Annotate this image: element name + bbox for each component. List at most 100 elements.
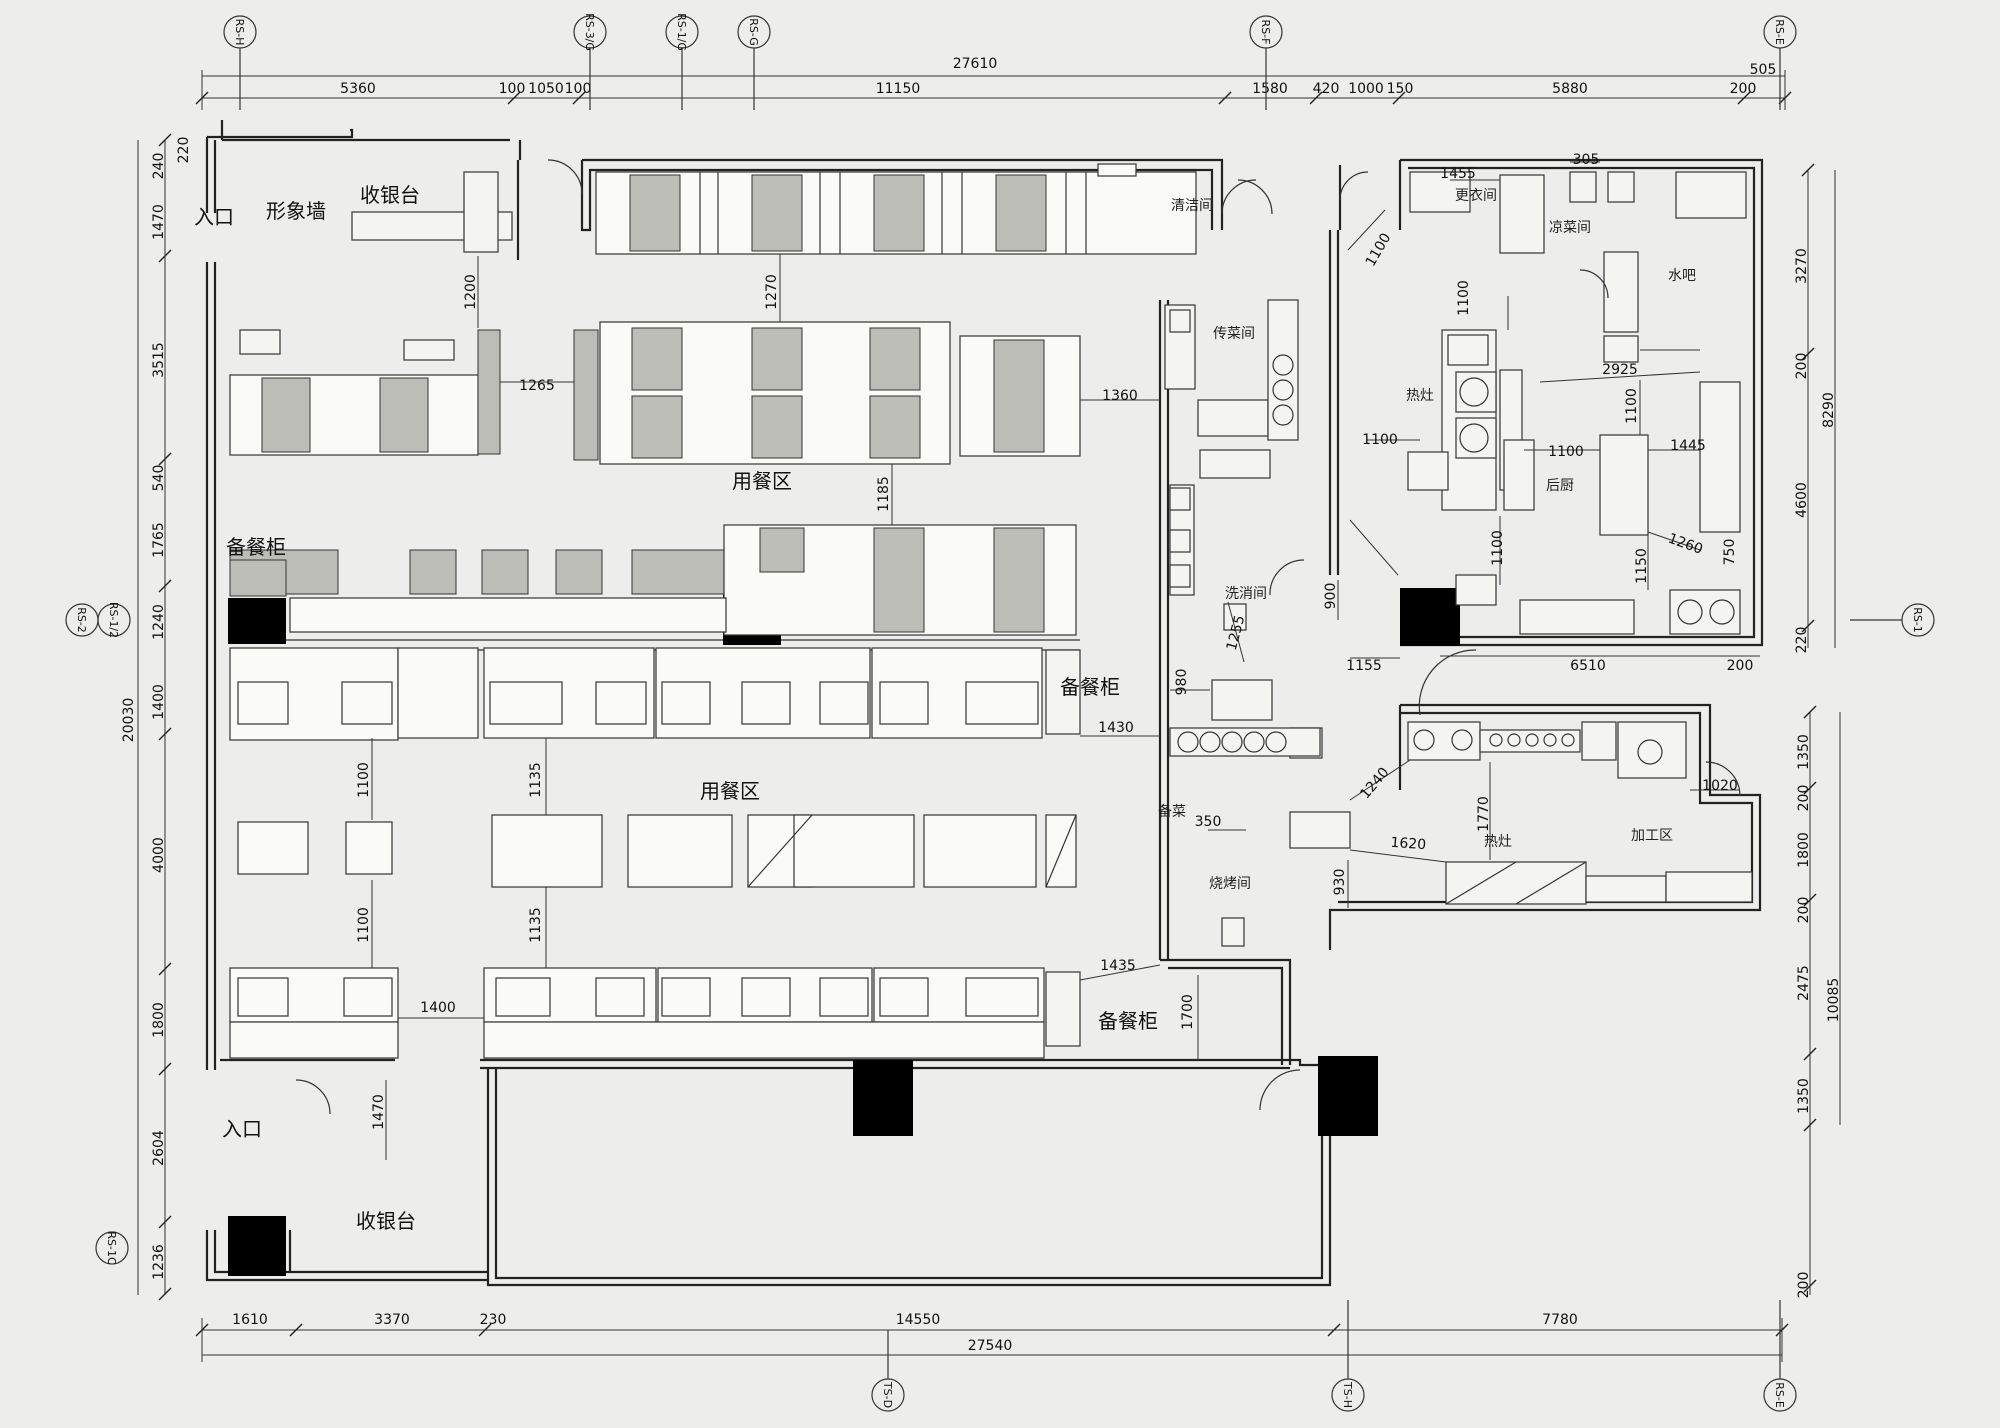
grid-label: RS-E	[1773, 19, 1786, 45]
dim-right-seg: 200	[1796, 785, 1812, 812]
booth-seat	[629, 174, 681, 252]
dim-top-seg: 11150	[876, 81, 921, 97]
booth-seat	[379, 377, 429, 453]
dim-top-seg: 1580	[1252, 81, 1288, 97]
dining-table	[879, 681, 929, 725]
dining-table	[923, 814, 1037, 888]
walls	[205, 120, 1764, 1287]
room-label-back-kitchen: 后厨	[1546, 478, 1574, 494]
booth-seat	[751, 327, 803, 391]
dim-label: 1620	[1390, 835, 1427, 853]
dim-right-seg: 1350	[1796, 1078, 1812, 1114]
server-cabinet	[1045, 971, 1081, 1047]
dim-left-seg: 1765	[151, 522, 167, 558]
room-label-dining-upper: 用餐区	[732, 469, 792, 493]
dim-label: 1435	[1100, 958, 1136, 974]
room-label-entrance-bottom: 入口	[222, 1117, 262, 1141]
dim-left-seg: 1236	[151, 1244, 167, 1280]
dining-table	[965, 977, 1039, 1017]
room-label-changing: 更衣间	[1455, 188, 1497, 204]
dim-top-seg: 150	[1387, 81, 1414, 97]
dim-right-seg: 200	[1796, 897, 1812, 924]
booth-seat	[873, 527, 925, 633]
dim-top-seg: 505	[1750, 62, 1777, 78]
dining-table	[495, 977, 551, 1017]
dim-right-seg: 200	[1794, 353, 1810, 380]
dim-label: 1270	[764, 274, 780, 310]
dim-label: 980	[1174, 669, 1190, 696]
dim-top-seg: 100	[499, 81, 526, 97]
dining-table	[237, 977, 289, 1017]
room-label-cashier-bottom: 收银台	[356, 1209, 416, 1233]
dim-top-seg: 100	[565, 81, 592, 97]
dining-table	[965, 681, 1039, 725]
grid-label: RS-1/2	[107, 602, 120, 638]
table-seat	[631, 549, 725, 595]
dining-table	[595, 681, 647, 725]
left-upper-seating	[229, 171, 513, 456]
column	[228, 1216, 286, 1276]
grid-label: TS-H	[1341, 1381, 1354, 1408]
top-booths	[595, 163, 1197, 255]
grid-bubble	[1763, 15, 1797, 49]
dim-label: 1470	[371, 1094, 387, 1130]
dim-bottom-seg: 7780	[1542, 1312, 1578, 1328]
dim-right-seg: 1350	[1796, 734, 1812, 770]
dim-label: 1700	[1180, 994, 1196, 1030]
dim-label: 1100	[1363, 231, 1395, 270]
grid-bubble	[1249, 15, 1283, 49]
dim-left-seg: 1800	[151, 1002, 167, 1038]
grid-bubble	[223, 15, 257, 49]
dim-top-seg: 420	[1313, 81, 1340, 97]
dim-right-overall: 8290	[1821, 392, 1837, 428]
dim-top-overall: 27610	[953, 56, 998, 72]
dim-label: 1100	[1548, 444, 1584, 460]
dim-label: 1400	[420, 1000, 456, 1016]
dim-left-seg: 2604	[151, 1130, 167, 1166]
booth-seat	[993, 527, 1045, 633]
booth-seat	[759, 527, 805, 573]
room-label-cold-dish: 凉菜间	[1549, 220, 1591, 236]
column	[853, 1060, 913, 1136]
dining-table	[741, 681, 791, 725]
dim-label: 900	[1323, 583, 1339, 610]
dim-bottom-seg: 14550	[896, 1312, 941, 1328]
dim-label: 1135	[528, 762, 544, 798]
middle-booths	[573, 321, 1081, 465]
dim-bottom-overall: 27540	[968, 1338, 1013, 1354]
dim-left-seg: 220	[176, 137, 192, 164]
dim-top-seg: 1000	[1348, 81, 1384, 97]
dim-right-seg: 1800	[1796, 832, 1812, 868]
dim-label: 1360	[1102, 388, 1138, 404]
dining-table	[879, 977, 929, 1017]
dim-left-seg: 1240	[151, 604, 167, 640]
dim-label: 1100	[1362, 432, 1398, 448]
room-label-cashier-top: 收银台	[360, 183, 420, 207]
booth-seat	[751, 174, 803, 252]
booth-seat	[631, 395, 683, 459]
table-seat	[555, 549, 603, 595]
grid-label: RS-F	[1259, 20, 1272, 45]
grid-label: RS-1	[1911, 607, 1924, 633]
room-label-prep: 备菜	[1158, 803, 1186, 820]
dim-label: 2925	[1602, 362, 1638, 378]
interior-measure-lines	[371, 161, 1760, 1160]
dim-top-seg: 5880	[1552, 81, 1588, 97]
room-label-server-cabinet: 备餐柜	[1060, 675, 1120, 699]
booth-seat	[751, 395, 803, 459]
dining-table	[491, 814, 603, 888]
dining-table	[489, 681, 563, 725]
grid-bubble	[95, 1231, 129, 1265]
dining-table	[793, 814, 915, 888]
grid-label: RS-E	[1773, 1382, 1786, 1408]
dim-label: 305	[1573, 152, 1600, 168]
column	[1318, 1056, 1378, 1136]
dining-table	[819, 977, 869, 1017]
room-label-bbq-room: 烧烤间	[1209, 876, 1251, 892]
room-label-entrance-top: 入口	[194, 205, 234, 229]
dim-bottom-seg: 3370	[374, 1312, 410, 1328]
grid-bubble	[737, 15, 771, 49]
dining-table	[237, 821, 309, 875]
dim-label: 1265	[519, 378, 555, 394]
booth-seat	[993, 339, 1045, 453]
